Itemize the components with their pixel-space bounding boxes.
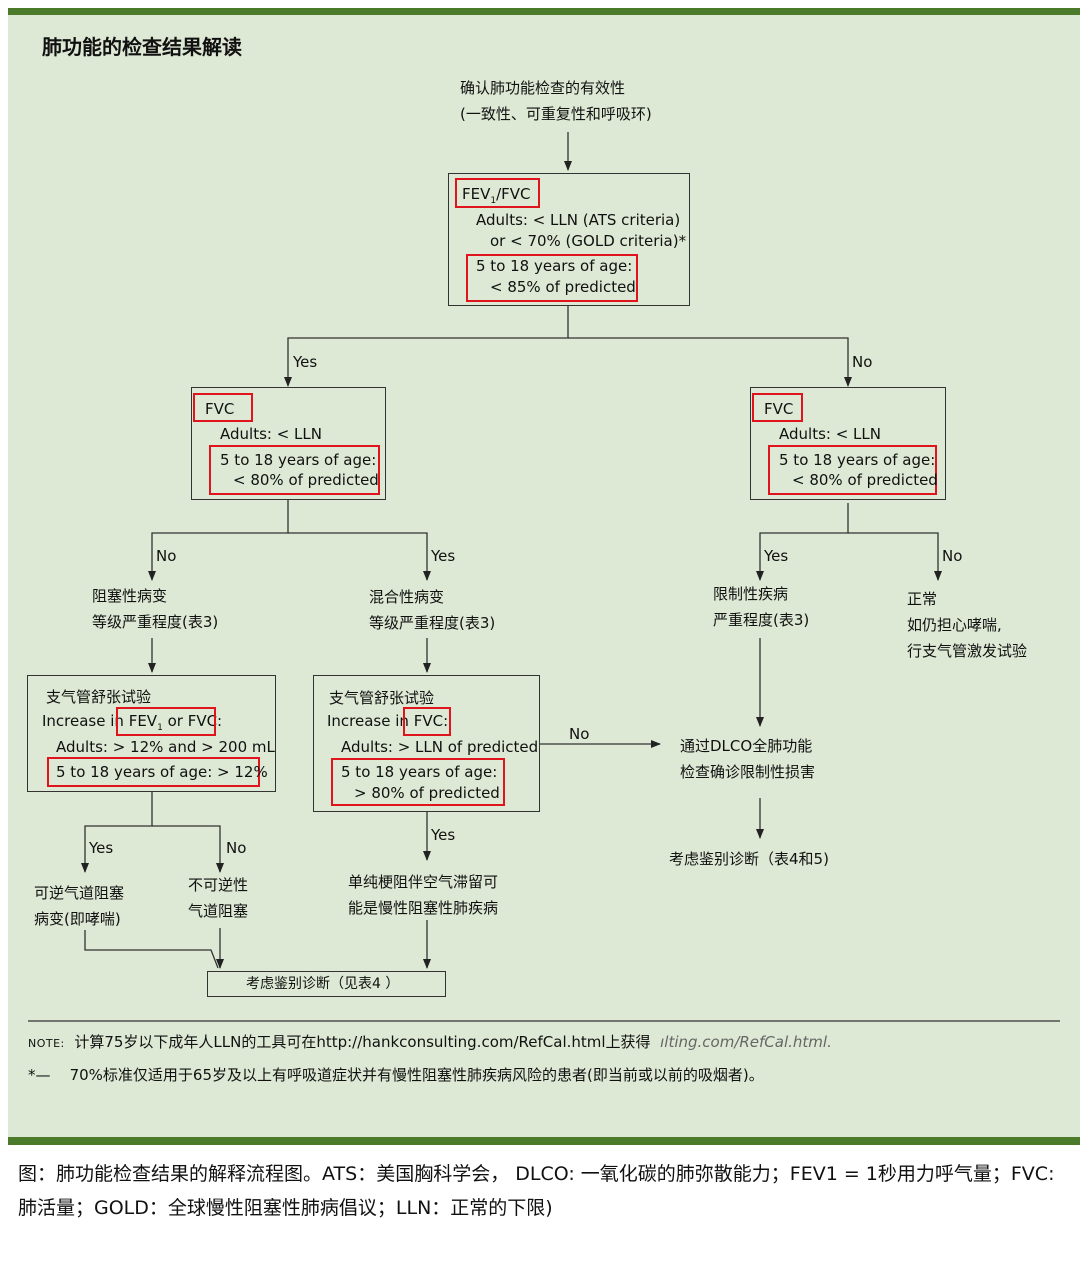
- bronchodilator-left-adults: Adults: > 12% and > 200 mL: [56, 738, 275, 756]
- bronchodilator-mid-box: [313, 675, 540, 812]
- fvc-right-box: [750, 387, 946, 500]
- bronchodilator-mid-age-highlight: [331, 758, 505, 806]
- reversible-line2: 病变(即哮喘): [34, 910, 121, 928]
- fvc-right-label: FVC: [764, 400, 794, 418]
- differential-bottom-box: [207, 971, 446, 997]
- copd-line2: 能是慢性阻塞性肺疾病: [348, 899, 499, 917]
- branch-yes-reversible: Yes: [89, 839, 114, 857]
- fvc-right-adults: Adults: < LLN: [779, 425, 881, 443]
- diagram-title: 肺功能的检查结果解读: [42, 35, 242, 59]
- branch-no-irreversible: No: [226, 839, 247, 857]
- bronchodilator-mid-increase: Increase in FVC:: [327, 712, 449, 730]
- obstructive-line1: 阻塞性病变: [92, 587, 168, 605]
- branch-no-dlco: No: [569, 725, 590, 743]
- fvc-right-age-line2: < 80% of predicted: [792, 471, 938, 489]
- mixed-line2: 等级严重程度(表3): [369, 614, 496, 632]
- top-bar: [8, 8, 1080, 15]
- bronchodilator-left-increase: Increase in FEV1 or FVC:: [42, 712, 223, 733]
- validity-line2: (一致性、可重复性和呼吸环): [460, 105, 652, 123]
- branch-no-1: No: [852, 353, 873, 371]
- branch-no-obstructive: No: [156, 547, 177, 565]
- fvc-right-highlight: [752, 393, 803, 422]
- branch-yes-restrictive: Yes: [764, 547, 789, 565]
- bronchodilator-mid-age-line1: 5 to 18 years of age:: [341, 763, 498, 781]
- differential-bottom-text: 考虑鉴别诊断（见表4 ）: [246, 976, 400, 992]
- fev1-fvc-highlight: [455, 178, 540, 208]
- fev1-fvc-age-line2: < 85% of predicted: [490, 278, 636, 296]
- restrictive-line1: 限制性疾病: [713, 585, 789, 603]
- bronchodilator-mid-age-line2: > 80% of predicted: [354, 784, 500, 802]
- fvc-left-age-line1: 5 to 18 years of age:: [220, 451, 377, 469]
- irreversible-line2: 气道阻塞: [188, 902, 249, 920]
- bronchodilator-left-age: 5 to 18 years of age: > 12%: [56, 763, 268, 781]
- fev1-fvc-age-line1: 5 to 18 years of age:: [476, 257, 633, 275]
- dlco-line2: 检查确诊限制性损害: [680, 763, 816, 781]
- bronchodilator-left-box: [27, 675, 276, 792]
- normal-line3: 行支气管激发试验: [907, 642, 1028, 660]
- fvc-left-adults: Adults: < LLN: [220, 425, 322, 443]
- fvc-left-age-line2: < 80% of predicted: [233, 471, 379, 489]
- fvc-left-box: [191, 387, 386, 500]
- fev1-fvc-box: [448, 173, 690, 306]
- validity-line1: 确认肺功能检查的有效性: [460, 79, 626, 97]
- fvc-left-label: FVC: [205, 400, 235, 418]
- branch-yes-copd: Yes: [431, 826, 456, 844]
- fvc-left-age-highlight: [209, 445, 380, 495]
- fvc-left-highlight: [193, 393, 253, 422]
- fev1-fvc-label: FEV1/FVC: [462, 185, 531, 206]
- dlco-line1: 通过DLCO全肺功能: [680, 737, 813, 755]
- fev1-fvc-adults-ats: Adults: < LLN (ATS criteria): [476, 211, 681, 229]
- fev1-fvc-age-highlight: [466, 254, 638, 302]
- reversible-line1: 可逆气道阻塞: [34, 884, 125, 902]
- copd-line1: 单纯梗阻伴空气滞留可: [348, 873, 499, 891]
- fvc-right-age-highlight: [768, 445, 937, 495]
- note-line: NOTE: 计算75岁以下成年人LLN的工具可在http://hankconsu…: [28, 1033, 832, 1051]
- branch-no-normal: No: [942, 547, 963, 565]
- normal-line2: 如仍担心哮喘,: [907, 616, 1002, 634]
- fvc-right-age-line1: 5 to 18 years of age:: [779, 451, 936, 469]
- bronchodilator-left-title: 支气管舒张试验: [46, 688, 152, 706]
- bronchodilator-mid-adults: Adults: > LLN of predicted: [341, 738, 539, 756]
- bronchodilator-left-increase-highlight: [116, 707, 216, 736]
- bottom-bar: [8, 1137, 1080, 1145]
- bronchodilator-mid-increase-highlight: [403, 707, 451, 736]
- restrictive-line2: 严重程度(表3): [713, 611, 810, 629]
- figure-caption: 图：肺功能检查结果的解释流程图。ATS：美国胸科学会， DLCO: 一氧化碳的肺…: [18, 1163, 1055, 1219]
- irreversible-line1: 不可逆性: [188, 876, 249, 894]
- normal-line1: 正常: [907, 590, 938, 608]
- branch-yes-1: Yes: [293, 353, 318, 371]
- footnote-star: *— 70%标准仅适用于65岁及以上有呼吸道症状并有慢性阻塞性肺疾病风险的患者(…: [28, 1066, 764, 1084]
- obstructive-line2: 等级严重程度(表3): [92, 613, 219, 631]
- branch-yes-mixed: Yes: [431, 547, 456, 565]
- mixed-line1: 混合性病变: [369, 588, 445, 606]
- differential-right: 考虑鉴别诊断（表4和5): [669, 850, 829, 868]
- bronchodilator-left-age-highlight: [47, 757, 260, 787]
- bronchodilator-mid-title: 支气管舒张试验: [329, 689, 435, 707]
- fev1-fvc-adults-gold: or < 70% (GOLD criteria)*: [490, 232, 687, 250]
